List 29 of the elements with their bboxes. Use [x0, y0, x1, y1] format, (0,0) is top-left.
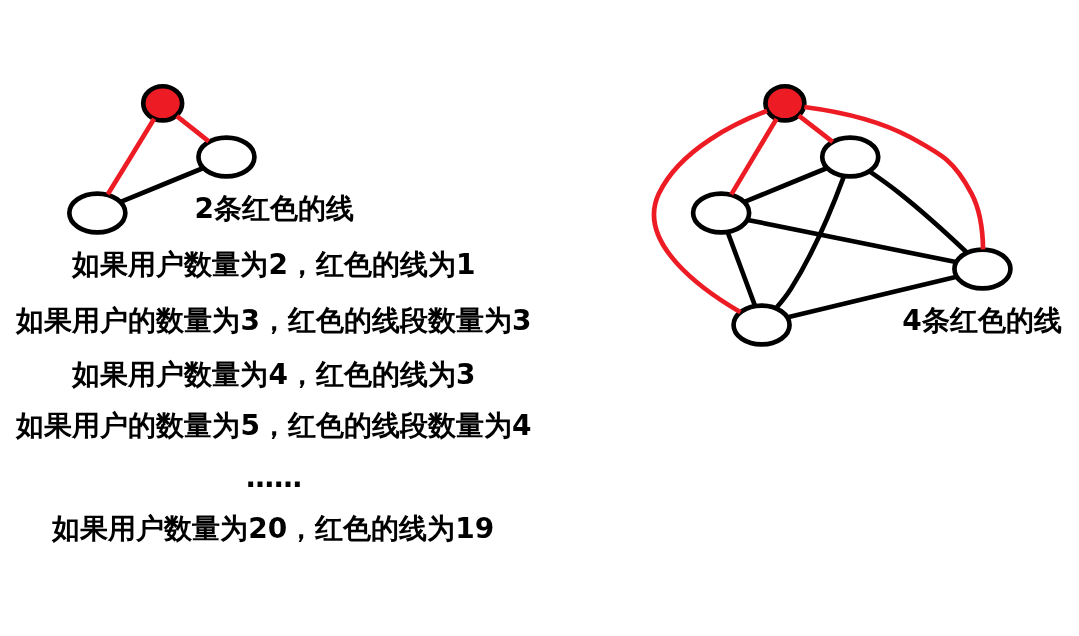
- label: 4条红色的线: [902, 304, 1062, 338]
- node-circle: [819, 135, 881, 179]
- node-circle: [952, 247, 1013, 291]
- connector: [787, 274, 958, 320]
- node-circle: [67, 191, 128, 235]
- connector: [729, 117, 779, 196]
- node-circle: [763, 83, 807, 123]
- label: 如果用户的数量为5，红色的线段数量为4: [16, 409, 532, 443]
- label: 如果用户数量为2，红色的线为1: [72, 248, 476, 282]
- connector: [797, 113, 835, 144]
- node-circle: [690, 191, 752, 235]
- connector: [119, 165, 205, 205]
- connector: [175, 114, 211, 144]
- label: 如果用户的数量为3，红色的线段数量为3: [16, 304, 532, 338]
- node-circle: [140, 83, 185, 123]
- label: 如果用户数量为4，红色的线为3: [72, 357, 476, 391]
- label: 如果用户数量为20，红色的线为19: [52, 511, 495, 545]
- connector: [804, 104, 986, 250]
- connector: [651, 108, 768, 315]
- node-circle: [196, 135, 257, 179]
- label: 2条红色的线: [194, 192, 355, 226]
- connector: [868, 169, 969, 255]
- connector: [105, 117, 157, 196]
- connector: [725, 231, 758, 307]
- label: ……: [245, 460, 302, 494]
- connector: [747, 217, 957, 265]
- node-circle: [731, 303, 792, 347]
- connector: [774, 175, 847, 310]
- connector: [743, 165, 829, 205]
